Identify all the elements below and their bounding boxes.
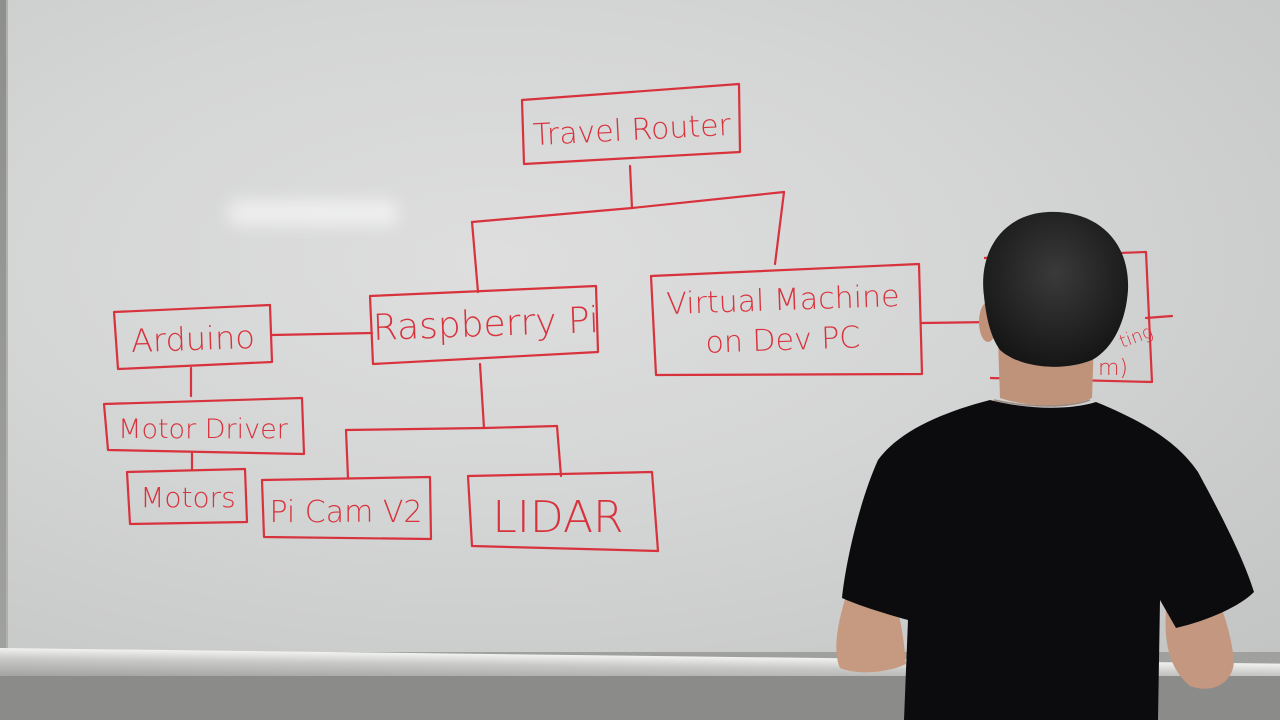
edge-arduino-pi <box>270 331 374 337</box>
edge-to-lidar <box>555 424 563 478</box>
node-virtual-machine-line2: on Dev PC <box>705 320 861 360</box>
node-pi-cam-label: Pi Cam V2 <box>269 495 422 530</box>
edge-to-virtual-machine <box>773 190 786 266</box>
edge-router-down <box>628 164 634 210</box>
edge-router-split <box>470 190 786 224</box>
node-arduino-label: Arduino <box>130 318 255 360</box>
black-t-shirt <box>842 400 1254 720</box>
board-glare <box>228 200 398 226</box>
edge-to-pi-cam <box>344 428 350 480</box>
hair <box>983 211 1129 367</box>
edge-pi-split <box>344 424 559 432</box>
node-pi-cam: Pi Cam V2 <box>260 475 433 541</box>
node-raspberry-pi-label: Raspberry Pi <box>372 300 599 349</box>
node-motor-driver-label: Motor Driver <box>118 414 289 445</box>
node-raspberry-pi: Raspberry Pi <box>368 284 600 366</box>
node-virtual-machine: Virtual Machine on Dev PC <box>649 262 924 377</box>
node-lidar-label: LIDAR <box>492 492 623 543</box>
edge-to-raspberry-pi <box>470 220 480 294</box>
shirt-collar <box>993 399 1091 407</box>
node-motors-label: Motors <box>140 481 236 514</box>
connectors <box>189 164 1174 480</box>
edge-pi-down <box>478 362 486 430</box>
edge-occluded-right <box>1144 314 1174 320</box>
node-motors: Motors <box>125 467 249 526</box>
node-arduino: Arduino <box>112 303 274 371</box>
node-motor-driver: Motor Driver <box>102 396 306 456</box>
node-lidar: LIDAR <box>466 470 660 553</box>
node-virtual-machine-line1: Virtual Machine <box>666 279 900 322</box>
node-occluded-fragment-2: m) <box>1098 356 1128 381</box>
